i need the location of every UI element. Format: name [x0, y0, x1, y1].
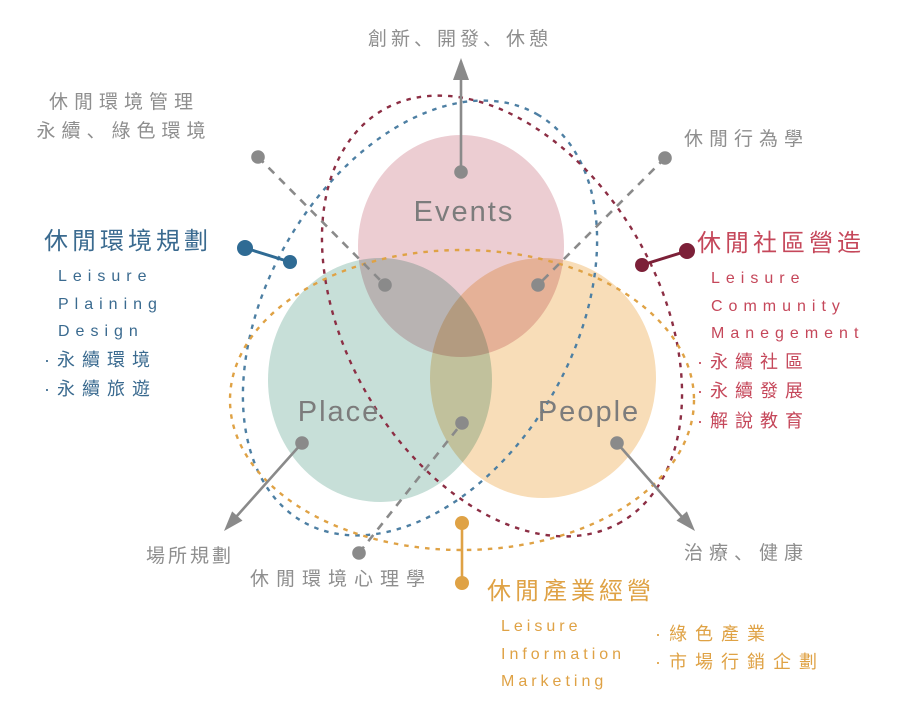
community-bullet-2: ·永續發展	[697, 381, 810, 401]
label-env-management-line1: 休閒環境管理	[48, 92, 200, 113]
dot-place-people-overlap	[455, 416, 469, 430]
planning-en-line3: Design	[58, 323, 144, 340]
label-innovation-development-rest: 創新、開發、休憩	[367, 29, 553, 50]
label-env-psychology: 休閒環境心理學	[250, 569, 433, 590]
arrow-line-place	[235, 442, 303, 518]
industry-title: 休閒產業經營	[487, 578, 655, 605]
planning-bullet-1: ·永續環境	[44, 349, 157, 370]
dot-people-inner	[610, 436, 624, 450]
arrow-head-top	[453, 58, 469, 80]
dot-top-left	[251, 150, 265, 164]
people-label: People	[537, 396, 641, 428]
planning-dot-inner	[283, 255, 297, 269]
community-bullet-1: ·永續社區	[697, 351, 810, 372]
events-label: Events	[413, 196, 515, 228]
dot-place-inner	[295, 436, 309, 450]
dot-bottom-center	[352, 546, 366, 560]
industry-connector	[455, 516, 469, 590]
industry-en-line2: Information	[501, 645, 626, 663]
industry-en-line1: Leisure	[501, 618, 582, 635]
industry-bullet-1: ·綠色產業	[655, 624, 773, 644]
gray-dots	[251, 150, 672, 560]
community-title: 休閒社區營造	[697, 230, 865, 257]
label-env-management: 休閒環境管理 永續、綠色環境	[36, 88, 211, 146]
gray-arrows	[224, 58, 695, 531]
community-dashed-ellipse	[320, 94, 684, 538]
community-en-line3: Manegement	[711, 325, 865, 342]
industry-bullets: ·綠色產業 ·市場行銷企劃	[655, 620, 825, 676]
venn-circles	[268, 135, 656, 502]
planning-dot-outer	[237, 240, 253, 256]
section-industry: 休閒產業經營 Leisure Information Marketing	[487, 577, 655, 696]
label-env-management-line2: 永續、綠色環境	[36, 121, 212, 142]
community-dot-outer	[679, 243, 695, 259]
section-community: 休閒社區營造 Leisure Community Manegement ·永續社…	[697, 229, 865, 436]
label-therapy-health: 治療、健康	[684, 543, 810, 564]
community-dot-inner	[635, 258, 649, 272]
place-circle	[268, 258, 492, 502]
planning-connector	[237, 240, 297, 269]
section-planning: 休閒環境規劃 Leisure Plaining Design ·永續環境 ·永續…	[44, 227, 212, 405]
dot-events-people-overlap	[531, 278, 545, 292]
industry-dot-top	[455, 516, 469, 530]
arrow-head-place	[224, 511, 243, 531]
industry-dashed-ellipse	[228, 248, 696, 552]
connector-env-management	[257, 156, 386, 286]
community-bullet-3: ·解說教育	[697, 410, 810, 431]
industry-bullet-2: ·市場行銷企劃	[655, 652, 825, 672]
arrow-line-people	[616, 442, 683, 518]
arrow-head-people	[676, 511, 695, 531]
community-en-line2: Community	[711, 297, 846, 315]
connector-env-psychology	[357, 422, 464, 554]
dot-events-place-overlap	[378, 278, 392, 292]
dot-events-top	[454, 165, 468, 179]
people-circle	[430, 258, 656, 498]
planning-title: 休閒環境規劃	[44, 228, 212, 255]
place-label: Place	[297, 396, 381, 428]
planning-dashed-ellipse	[241, 99, 599, 537]
community-connector	[635, 243, 695, 272]
gray-dashed-connectors	[257, 156, 666, 554]
planning-en-line1: Leisure	[58, 268, 153, 285]
label-site-planning: 場所規劃	[146, 546, 235, 567]
dot-top-right	[658, 151, 672, 165]
planning-en-line2: Plaining	[58, 295, 163, 313]
industry-dot-bottom	[455, 576, 469, 590]
planning-bullet-2: ·永續旅遊	[44, 379, 157, 399]
community-en-line1: Leisure	[711, 270, 806, 287]
label-leisure-behavior: 休閒行為學	[684, 129, 810, 150]
industry-en-line3: Marketing	[501, 673, 608, 690]
